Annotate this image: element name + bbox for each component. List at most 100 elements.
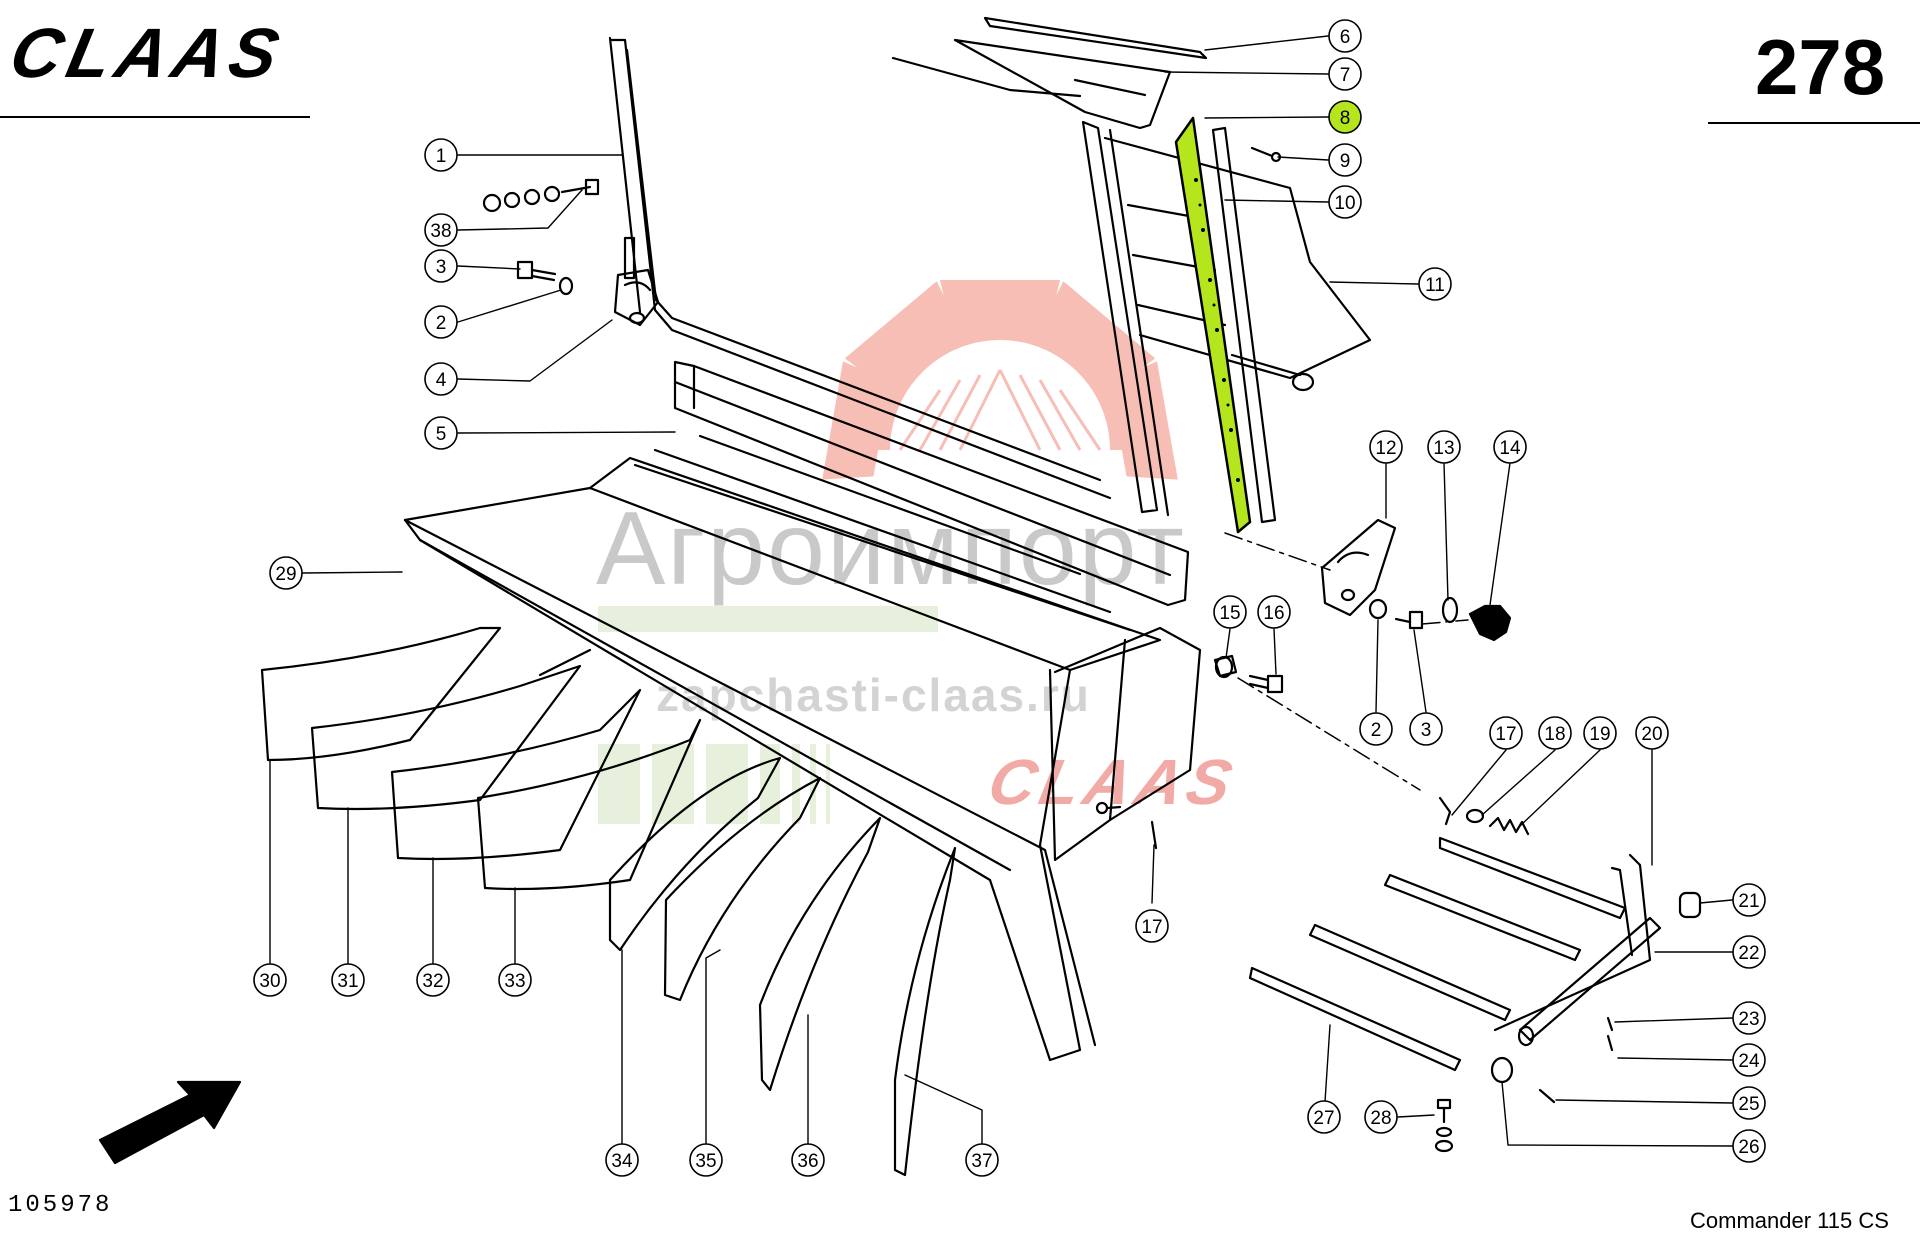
callout-3-right-label: 3 (1421, 720, 1432, 741)
callout-18-label: 18 (1544, 724, 1565, 745)
callout-6-label: 6 (1340, 27, 1351, 48)
callout-27[interactable]: 27 (1307, 1100, 1341, 1134)
callout-28[interactable]: 28 (1364, 1100, 1398, 1134)
callout-33[interactable]: 33 (498, 963, 532, 997)
callout-19-label: 19 (1589, 724, 1610, 745)
part-1-frame (608, 36, 1112, 500)
callout-38[interactable]: 38 (424, 213, 458, 247)
callout-24[interactable]: 24 (1732, 1043, 1766, 1077)
part-37-blade (893, 846, 957, 1177)
callout-21[interactable]: 21 (1732, 883, 1766, 917)
callout-2-left[interactable]: 2 (424, 305, 458, 339)
part-30-fender (260, 626, 502, 762)
callout-19[interactable]: 19 (1583, 716, 1617, 750)
callout-30[interactable]: 30 (253, 963, 287, 997)
callout-17-lower[interactable]: 17 (1135, 909, 1169, 943)
callout-32[interactable]: 32 (416, 963, 450, 997)
callout-34[interactable]: 34 (605, 1143, 639, 1177)
callout-3-right[interactable]: 3 (1409, 712, 1443, 746)
callout-10[interactable]: 10 (1328, 185, 1362, 219)
part-38-bolt-set (482, 178, 600, 213)
part-29-trough (403, 434, 1202, 1062)
part-25-pin (1538, 1088, 1556, 1104)
part-5-crossbeam (673, 360, 1190, 607)
callout-36[interactable]: 36 (791, 1143, 825, 1177)
part-35-blade (663, 776, 822, 1002)
callout-12-label: 12 (1375, 438, 1396, 459)
callout-5[interactable]: 5 (424, 416, 458, 450)
callout-35-label: 35 (695, 1151, 716, 1172)
callout-37[interactable]: 37 (965, 1143, 999, 1177)
callout-7[interactable]: 7 (1328, 57, 1362, 91)
part-27-tines (1248, 836, 1627, 1072)
part-8-highlighted-strip (1174, 116, 1252, 534)
callout-12[interactable]: 12 (1369, 430, 1403, 464)
callout-18[interactable]: 18 (1538, 716, 1572, 750)
drawing-number: 105978 (8, 1192, 113, 1219)
callout-14[interactable]: 14 (1493, 430, 1527, 464)
callout-23[interactable]: 23 (1732, 1001, 1766, 1035)
callout-27-label: 27 (1313, 1108, 1334, 1129)
part-14-star-knob (1468, 604, 1512, 642)
callout-33-label: 33 (504, 971, 525, 992)
centre-lines (1224, 532, 1469, 791)
callout-1-label: 1 (436, 146, 447, 167)
part-3-bolt-left (516, 260, 557, 282)
callout-31-label: 31 (337, 971, 358, 992)
callout-11[interactable]: 11 (1418, 267, 1452, 301)
callout-8[interactable]: 8 (1328, 100, 1362, 134)
machine-model: Commander 115 CS (1690, 1208, 1889, 1233)
header-rule-left (0, 116, 310, 118)
callout-26[interactable]: 26 (1732, 1129, 1766, 1163)
callout-4[interactable]: 4 (424, 362, 458, 396)
callout-9[interactable]: 9 (1328, 143, 1362, 177)
callout-16-label: 16 (1263, 603, 1284, 624)
part-22-shaft (1517, 916, 1662, 1047)
leader-lines (269, 35, 1733, 1161)
callout-6[interactable]: 6 (1328, 19, 1362, 53)
callout-13-label: 13 (1433, 438, 1454, 459)
part-10-strip (1211, 126, 1277, 524)
callout-34-label: 34 (611, 1151, 633, 1172)
callout-4-label: 4 (436, 370, 447, 391)
callout-23-label: 23 (1738, 1009, 1759, 1030)
part-19-spring (1488, 816, 1530, 836)
callout-31[interactable]: 31 (331, 963, 365, 997)
callout-9-label: 9 (1340, 151, 1351, 172)
callout-35[interactable]: 35 (689, 1143, 723, 1177)
part-7-plate (953, 38, 1172, 130)
callout-38-label: 38 (430, 221, 451, 242)
callout-29[interactable]: 29 (269, 556, 303, 590)
callout-11-label: 11 (1425, 275, 1445, 296)
callout-17-upper[interactable]: 17 (1489, 716, 1523, 750)
callout-13[interactable]: 13 (1427, 430, 1461, 464)
page-number: 278 (1755, 23, 1886, 111)
callout-26-label: 26 (1738, 1137, 1759, 1158)
callout-2-right-label: 2 (1371, 720, 1382, 741)
callout-3-left[interactable]: 3 (424, 249, 458, 283)
part-32-fender (390, 688, 642, 861)
part-3-screw-right (1394, 610, 1424, 630)
callout-21-label: 21 (1738, 891, 1759, 912)
callout-20[interactable]: 20 (1635, 716, 1669, 750)
callout-1[interactable]: 1 (424, 138, 458, 172)
callout-22[interactable]: 22 (1732, 935, 1766, 969)
part-24-pin (1606, 1034, 1614, 1052)
part-17-pin-lower (1150, 820, 1158, 850)
callout-5-label: 5 (436, 424, 447, 445)
part-18-washer (1465, 808, 1485, 824)
callout-16[interactable]: 16 (1257, 595, 1291, 629)
callout-29-label: 29 (275, 564, 296, 585)
part-2-washer-right (1368, 598, 1388, 620)
part-17-pin-upper (1438, 796, 1452, 826)
callout-15[interactable]: 15 (1213, 595, 1247, 629)
part-36-blade (758, 816, 882, 1092)
callout-20-label: 20 (1641, 724, 1662, 745)
callout-32-label: 32 (422, 971, 443, 992)
callout-25[interactable]: 25 (1732, 1086, 1766, 1120)
callout-2-left-label: 2 (436, 313, 447, 334)
callout-2-right[interactable]: 2 (1359, 712, 1393, 746)
